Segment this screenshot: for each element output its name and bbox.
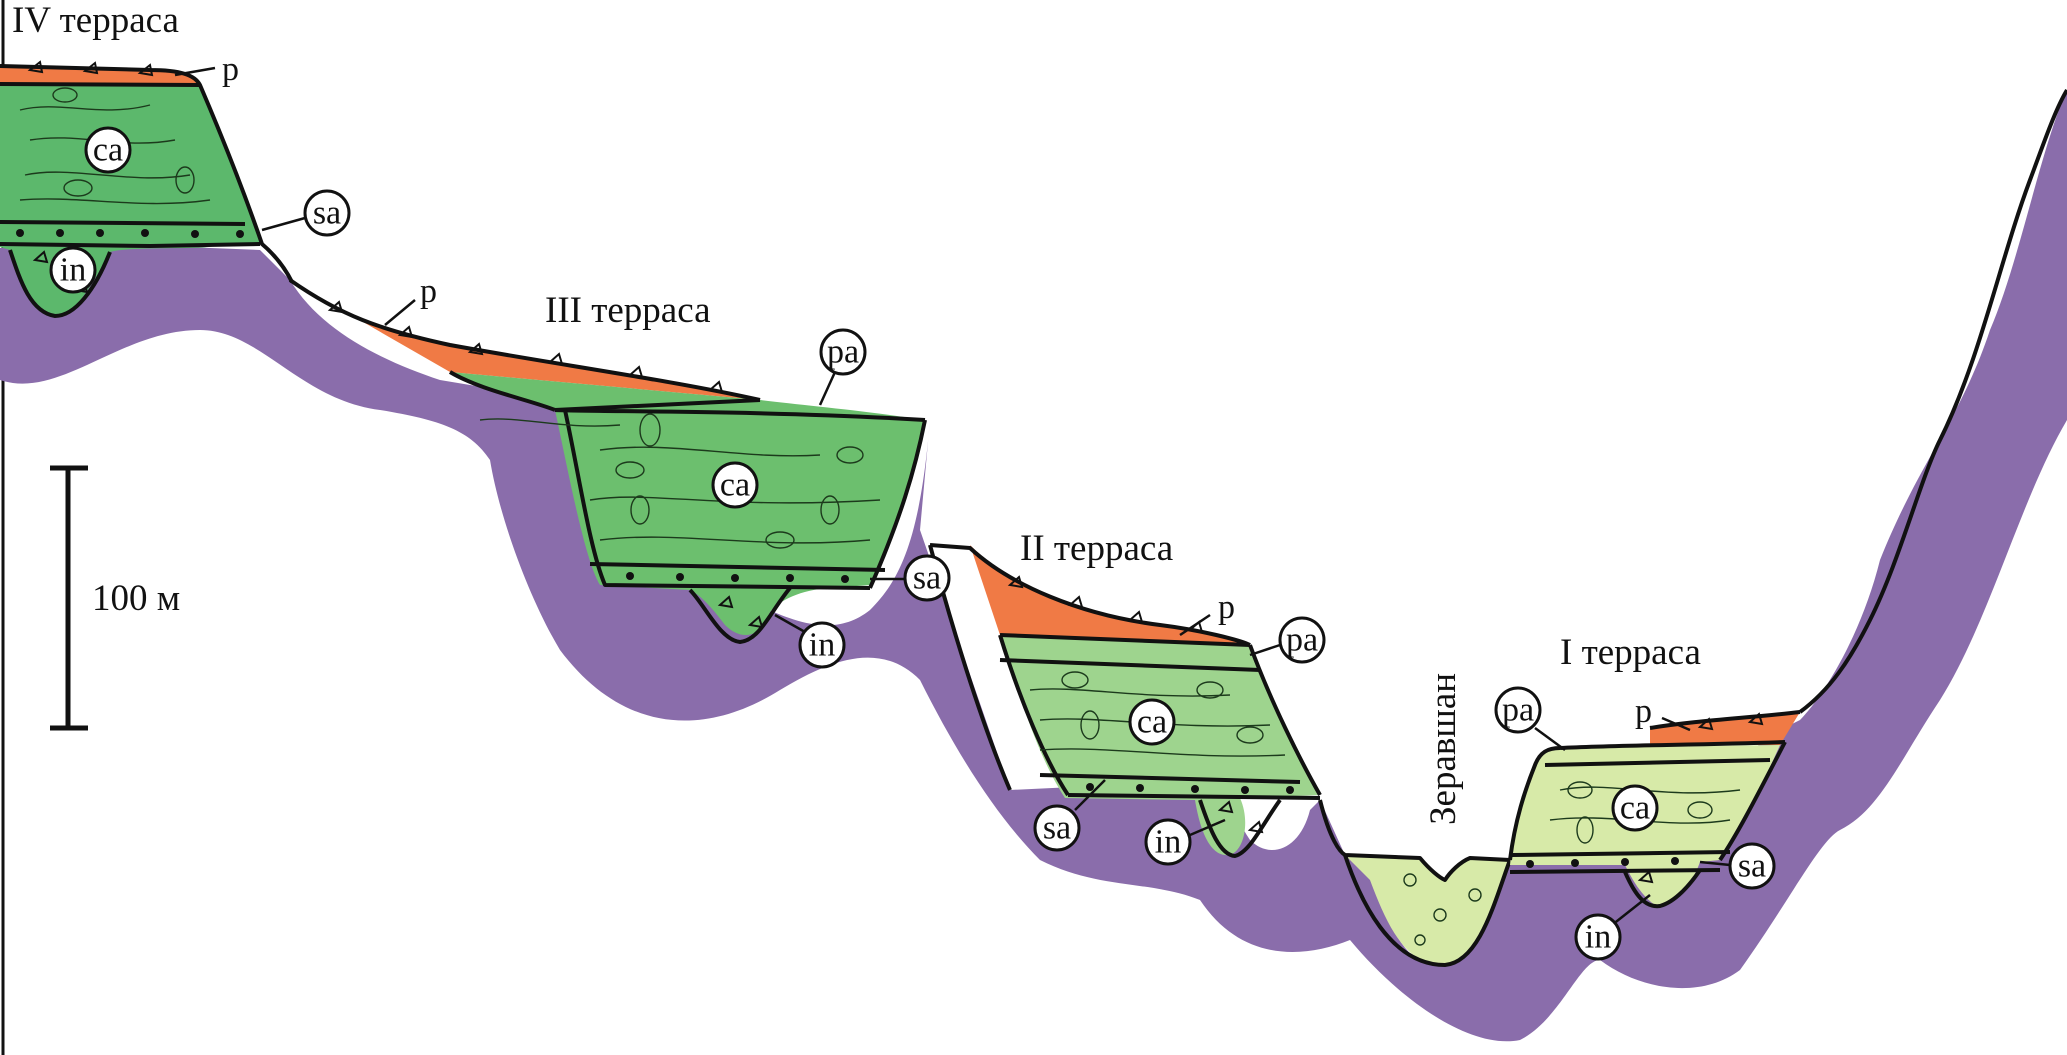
code-label-sa-t4: sa (261, 189, 351, 237)
svg-text:ca: ca (1620, 790, 1650, 827)
svg-text:sa: sa (1738, 848, 1766, 885)
t3-proluvium (290, 280, 760, 400)
code-label-p-t2: p (1179, 589, 1235, 637)
code-label-sa-t1: sa (1699, 842, 1776, 890)
gravel-dots (16, 229, 1679, 868)
scale-label: 100 м (92, 578, 180, 619)
code-label-p-t1: p (1635, 693, 1691, 732)
code-label-ca-t4: ca (84, 126, 132, 174)
code-label-ca-t2: ca (1128, 698, 1176, 746)
svg-text:sa: sa (913, 560, 941, 597)
t1-proluvium (1650, 712, 1800, 745)
svg-text:in: in (60, 252, 86, 289)
svg-text:in: in (1585, 919, 1611, 956)
t2-proluvium (970, 545, 1250, 645)
svg-text:p: p (420, 273, 437, 310)
svg-text:ca: ca (1137, 704, 1167, 741)
code-label-p-t4: p (174, 51, 239, 88)
terrace-3-label: III терраса (545, 290, 711, 331)
code-label-in-t2: in (1144, 818, 1226, 866)
proluvium-triangles (27, 60, 1764, 884)
code-label-in-t3: in (774, 613, 846, 669)
svg-text:sa: sa (313, 195, 341, 232)
code-label-sa-t3: sa (870, 554, 951, 602)
code-label-ca-t3: ca (711, 461, 759, 509)
svg-text:in: in (1155, 824, 1181, 861)
svg-text:in: in (809, 627, 835, 664)
code-label-in-t4: in (49, 246, 97, 294)
svg-text:pa: pa (827, 334, 859, 371)
svg-text:pa: pa (1502, 692, 1534, 729)
scale-bar: 100 м (50, 465, 180, 731)
code-label-sa-t2: sa (1033, 779, 1106, 852)
code-label-ca-t1: ca (1611, 784, 1659, 832)
svg-text:ca: ca (720, 467, 750, 504)
code-label-pa-t3: pa (818, 328, 867, 406)
river-label: Зеравшан (1423, 673, 1464, 825)
svg-text:sa: sa (1043, 810, 1071, 847)
terrace-4-label: IV терраса (12, 0, 179, 41)
code-label-in-t1: in (1574, 894, 1651, 961)
svg-text:p: p (1635, 693, 1652, 730)
svg-text:p: p (1218, 589, 1235, 626)
svg-text:p: p (222, 51, 239, 88)
svg-text:pa: pa (1286, 622, 1318, 659)
svg-text:ca: ca (93, 132, 123, 169)
terrace-2-label: II терраса (1020, 528, 1173, 569)
river-fill (1345, 855, 1510, 966)
terrace-1-label: I терраса (1560, 632, 1701, 673)
code-label-pa-t1: pa (1494, 686, 1566, 752)
bedrock-layer (0, 90, 2067, 1042)
code-label-p-t3: p (384, 273, 437, 326)
code-label-pa-t2: pa (1249, 616, 1326, 664)
